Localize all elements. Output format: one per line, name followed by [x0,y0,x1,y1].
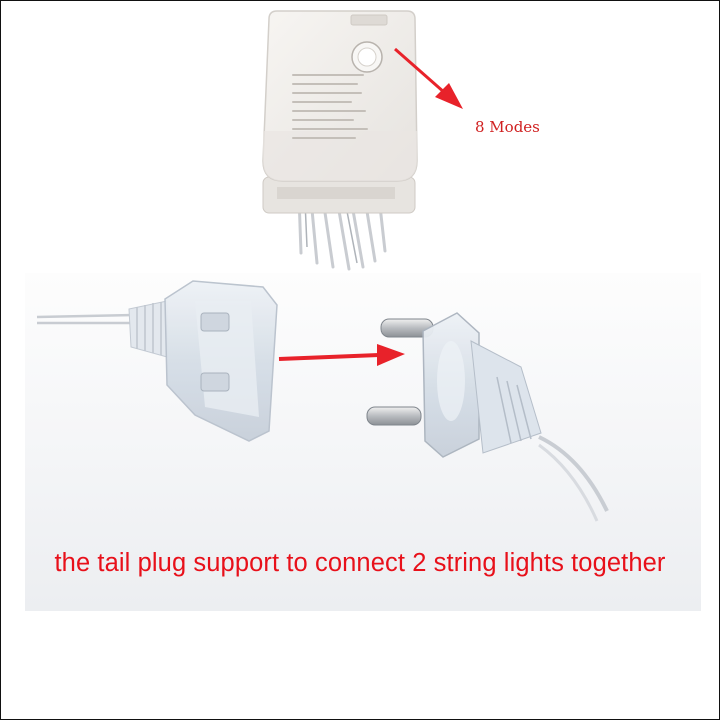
eu-plug-icon [366,312,609,522]
controller-box-icon [262,10,418,271]
red-arrow-icon [394,47,463,109]
tail-socket-icon [36,280,278,442]
connection-arrow-icon [278,344,405,366]
caption: the tail plug support to connect 2 strin… [54,549,666,577]
modes-label: 8 Modes [475,118,540,136]
